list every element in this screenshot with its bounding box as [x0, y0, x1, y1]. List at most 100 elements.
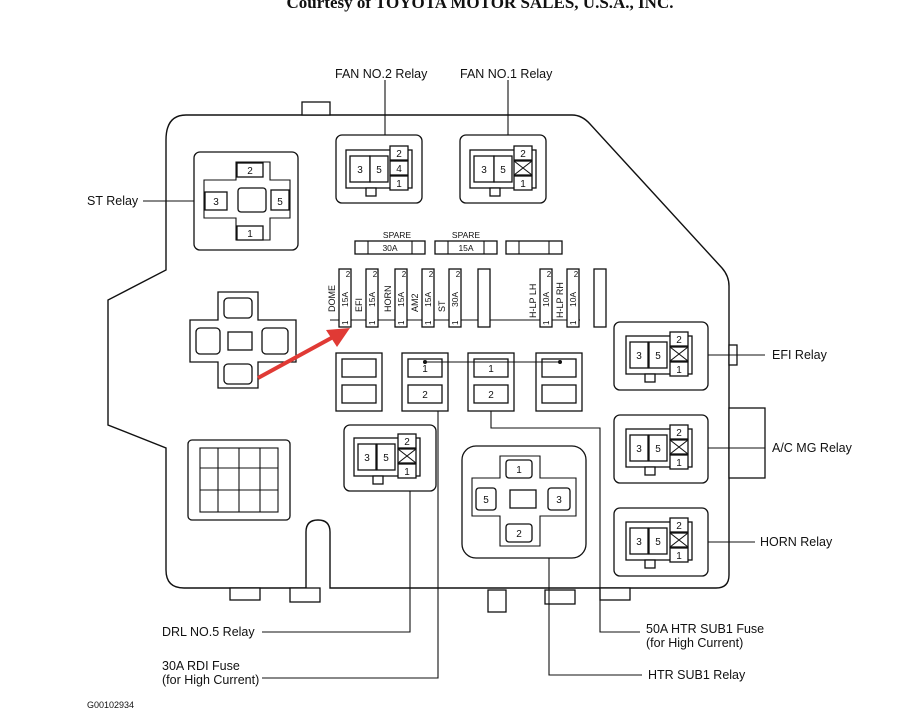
pin-label: 5	[383, 453, 389, 464]
pin-label: 5	[655, 351, 661, 362]
pin-label: 3	[636, 351, 642, 362]
fuse-name: HORN	[383, 286, 393, 313]
pin-label: 1	[424, 320, 433, 325]
fan1-relay: 3 5 2 1	[459, 134, 547, 204]
fuse-hlp-rh: 2 10A 1 H-LP RH	[555, 268, 580, 328]
fuse-name: EFI	[354, 298, 364, 312]
fuse-box-housing	[107, 114, 730, 589]
pin-label: 1	[542, 320, 551, 325]
fan2-relay-label: FAN NO.2 Relay	[335, 67, 428, 81]
htr-sub1-relay: 1 2 5 3	[461, 445, 587, 559]
fuse-st: 2 30A 1 ST	[437, 268, 462, 328]
fuse-am2: 2 15A 1 AM2	[410, 268, 435, 328]
center-relay-3: 1 2	[467, 352, 515, 412]
pin-label: 5	[277, 197, 283, 208]
pin-label: 1	[676, 458, 682, 469]
rdi-fuse-label: 30A RDI Fuse	[162, 659, 240, 673]
horn-relay: 3 5 2 1	[613, 507, 709, 577]
pin-label: 2	[676, 335, 682, 346]
fuse-dome: 2 15A 1 DOME	[327, 268, 352, 328]
courtesy-header: Courtesy of TOYOTA MOTOR SALES, U.S.A., …	[287, 0, 674, 12]
pin-label: 1	[676, 365, 682, 376]
spare-amp: 30A	[382, 243, 397, 253]
empty-fuse-slot	[593, 268, 607, 328]
fuse-amp: 15A	[423, 292, 433, 307]
htr-fuse-note: (for High Current)	[646, 636, 743, 650]
leader-lines	[143, 80, 765, 679]
pin-label: 2	[676, 428, 682, 439]
pin-label: 2	[488, 390, 494, 401]
ac-mg-relay: 3 5 2 1	[613, 414, 709, 484]
st-relay-label: ST Relay	[87, 194, 139, 208]
pin-label: 2	[574, 270, 579, 279]
pin-label: 3	[636, 537, 642, 548]
pin-label: 1	[422, 364, 428, 375]
fuse-name: AM2	[410, 293, 420, 312]
spare-fuses: SPARE 30A SPARE 15A	[354, 230, 563, 255]
drl-relay-label: DRL NO.5 Relay	[162, 625, 255, 639]
pin-label: 5	[655, 537, 661, 548]
pin-label: 5	[376, 165, 382, 176]
pin-label: 5	[500, 165, 506, 176]
bottom-tab-3	[487, 589, 507, 613]
pin-label: 2	[516, 529, 522, 540]
fan1-relay-label: FAN NO.1 Relay	[460, 67, 553, 81]
fuse-amp: 15A	[340, 292, 350, 307]
fuse-hlp-lh: 2 10A 1 H-LP LH	[528, 268, 553, 328]
pin-label: 5	[483, 495, 489, 506]
bottom-left-connector	[187, 439, 291, 521]
pin-label: 1	[676, 551, 682, 562]
pin-label: 2	[396, 149, 402, 160]
left-connector	[189, 291, 297, 389]
pin-label: 1	[516, 465, 522, 476]
pin-label: 3	[636, 444, 642, 455]
horn-relay-label: HORN Relay	[760, 535, 833, 549]
fuse-amp: 10A	[568, 292, 578, 307]
bottom-tab-1	[229, 587, 261, 601]
bottom-tab-5	[599, 587, 631, 601]
fuse-name: H-LP LH	[528, 284, 538, 318]
pin-label: 1	[341, 320, 350, 325]
pin-label: 2	[247, 166, 253, 177]
center-relay-2: 1 2	[401, 352, 449, 412]
spare-label: SPARE	[383, 230, 412, 240]
efi-relay-label: EFI Relay	[772, 348, 828, 362]
fuse-name: H-LP RH	[555, 282, 565, 318]
htr-relay-label: HTR SUB1 Relay	[648, 668, 746, 682]
pin-label: 2	[676, 521, 682, 532]
pin-label: 3	[364, 453, 370, 464]
empty-fuse-slot	[477, 268, 491, 328]
pin-label: 1	[368, 320, 377, 325]
pin-label: 3	[556, 495, 562, 506]
fuse-name: DOME	[327, 285, 337, 312]
pin-label: 2	[547, 270, 552, 279]
efi-relay: 3 5 2 1	[613, 321, 709, 391]
pin-label: 5	[655, 444, 661, 455]
pointer-arrow	[257, 328, 350, 380]
pin-label: 1	[488, 364, 494, 375]
rdi-fuse-note: (for High Current)	[162, 673, 259, 687]
fuse-name: ST	[437, 300, 447, 312]
pin-label: 1	[451, 320, 460, 325]
fuse-row: 2 15A 1 DOME 2 15A 1 EFI 2 15A 1 HORN 2 …	[327, 268, 607, 328]
pin-label: 3	[213, 197, 219, 208]
center-relay-4	[535, 352, 583, 412]
pin-label: 1	[397, 320, 406, 325]
pin-label: 3	[357, 165, 363, 176]
fuse-amp: 30A	[450, 292, 460, 307]
pin-label: 2	[422, 390, 428, 401]
top-tab	[301, 101, 331, 116]
pin-label: 1	[404, 467, 410, 478]
pin-label: 2	[429, 270, 434, 279]
bottom-tab-4	[544, 589, 576, 605]
htr-fuse-label: 50A HTR SUB1 Fuse	[646, 622, 764, 636]
drl-relay: 3 5 2 1	[343, 424, 437, 492]
figure-code: G00102934	[87, 700, 134, 710]
fuse-horn: 2 15A 1 HORN	[383, 268, 408, 328]
pin-label: 2	[520, 149, 526, 160]
center-relay-1	[335, 352, 383, 412]
bottom-tab-2	[289, 587, 321, 603]
right-block	[728, 407, 766, 479]
